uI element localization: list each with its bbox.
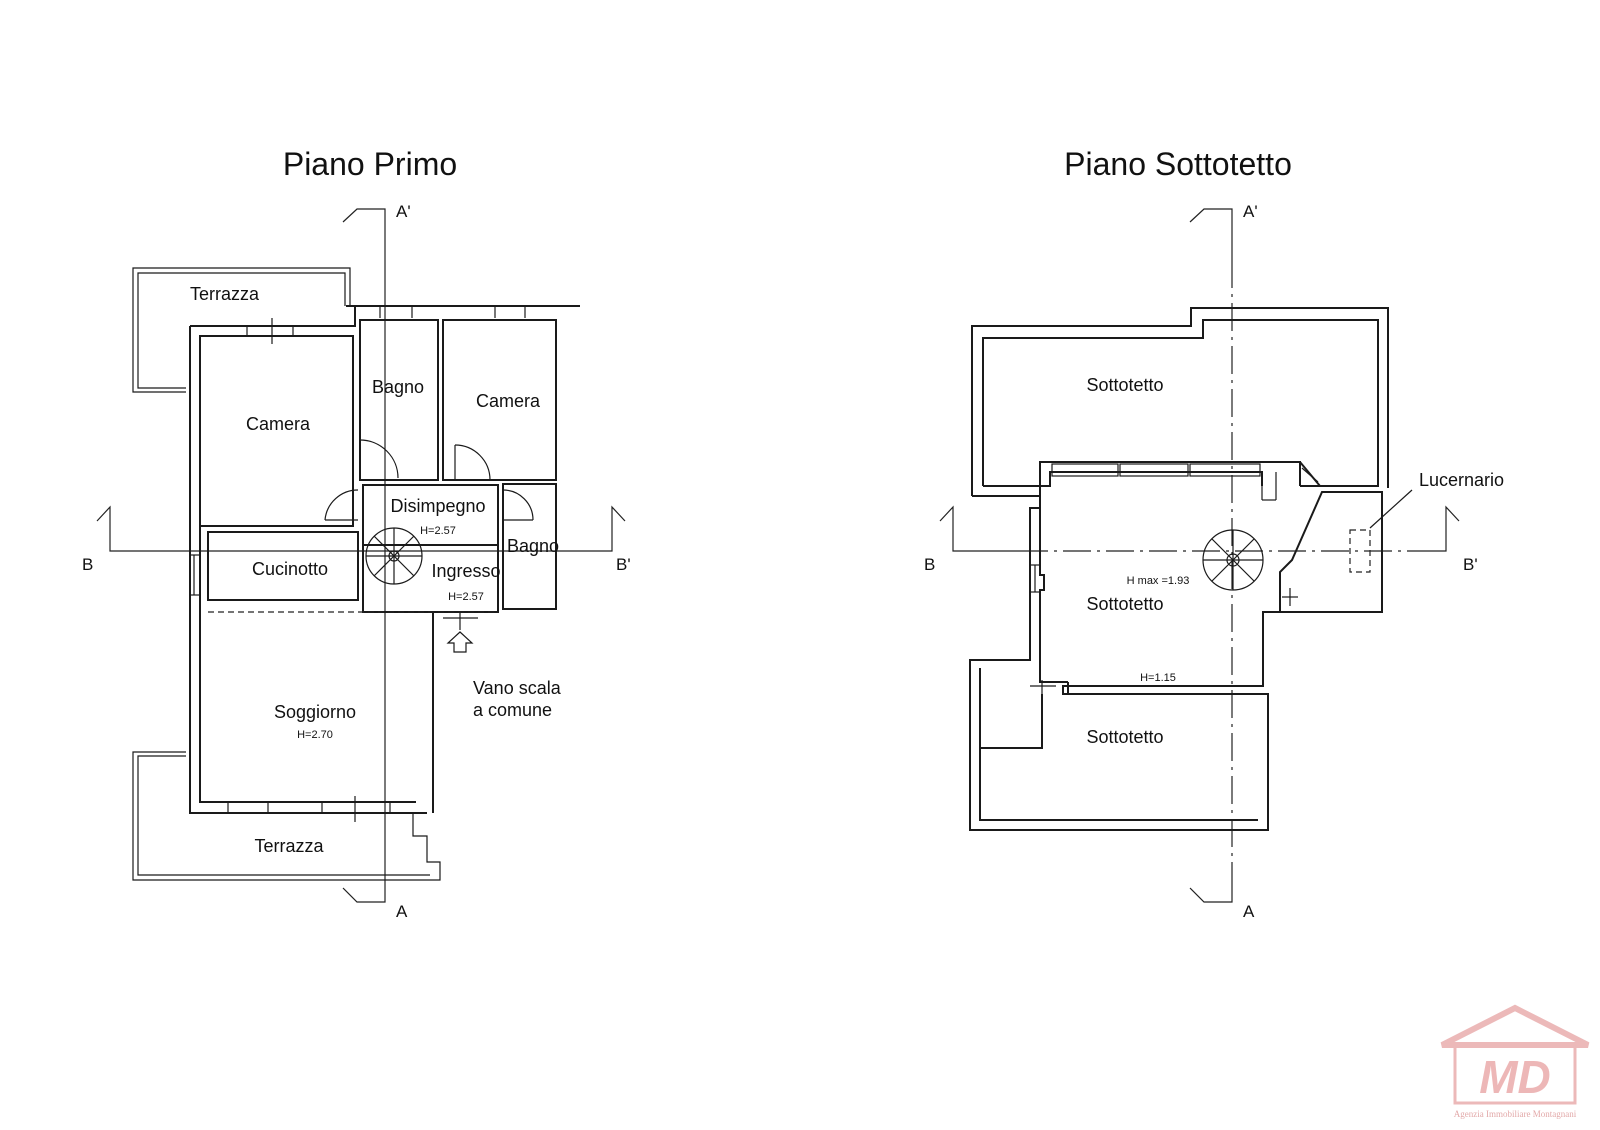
skylight-lucernario [1282,489,1413,606]
label-bagno-top: Bagno [372,377,424,397]
attic-bottom-room [980,680,1269,810]
label-ingresso: Ingresso [431,561,500,581]
attic-central-room [1039,461,1383,695]
label-terrazza-top: Terrazza [190,284,260,304]
first-floor-title: Piano Primo [283,146,457,182]
label-sottotetto-mid: Sottotetto [1086,594,1163,614]
spiral-staircase [365,527,423,585]
attic-exterior-walls [969,307,1389,831]
agency-logo: MD Agenzia Immobiliare Montagnani [1440,1004,1590,1119]
attic-floor-title: Piano Sottotetto [1064,146,1292,182]
label-soggiorno: Soggiorno [274,702,356,722]
attic-section-a-top-label: A' [1243,202,1258,221]
logo-caption: Agenzia Immobiliare Montagnani [1454,1109,1577,1119]
attic-skylight-windows [1051,463,1277,501]
label-sottotetto-bottom: Sottotetto [1086,727,1163,747]
door-swings [324,439,534,521]
room-disimpegno [362,484,499,546]
section-b-left-label: B [82,555,93,574]
label-h-low: H=1.15 [1140,672,1176,684]
label-disimpegno: Disimpegno [390,496,485,516]
label-ingresso-height: H=2.57 [448,591,484,603]
room-cucinotto [207,531,359,601]
section-b-axis: B B' [82,505,631,574]
label-camera-left: Camera [246,414,311,434]
left-side-windows [190,554,200,596]
terrace-top [132,267,351,393]
attic-spiral-staircase [1202,529,1264,591]
label-terrazza-bottom: Terrazza [254,836,324,856]
logo-letters: MD [1479,1051,1551,1103]
attic-section-a-axis: A' A [1189,202,1258,921]
label-bagno-right: Bagno [507,536,559,556]
attic-section-a-bottom-label: A [1243,902,1255,921]
label-h-max: H max =1.93 [1127,575,1190,587]
section-a-top-label: A' [396,202,411,221]
section-a-bottom-label: A [396,902,408,921]
label-disimpegno-height: H=2.57 [420,525,456,537]
label-cucinotto: Cucinotto [252,559,328,579]
label-lucernario: Lucernario [1419,470,1504,490]
attic-section-b-left-label: B [924,555,935,574]
label-vano-scala-line2: a comune [473,700,552,720]
label-vano-scala-line1: Vano scala [473,678,562,698]
label-soggiorno-height: H=2.70 [297,729,333,741]
label-camera-right: Camera [476,391,541,411]
section-b-right-label: B' [616,555,631,574]
room-camera-right [442,319,557,481]
room-bagno-right [502,483,557,610]
terrace-bottom [132,751,441,881]
room-bagno-top [359,319,439,481]
attic-section-b-right-label: B' [1463,555,1478,574]
attic-left-windows [1030,564,1040,593]
room-camera-left [199,335,354,527]
label-sottotetto-top: Sottotetto [1086,375,1163,395]
first-floor-plan: Piano Primo A' A B B' [82,146,631,921]
entrance-arrow-icon [443,612,478,653]
attic-section-b-axis: B B' [924,505,1478,574]
attic-floor-plan: Piano Sottotetto A' A B B' [924,146,1504,921]
